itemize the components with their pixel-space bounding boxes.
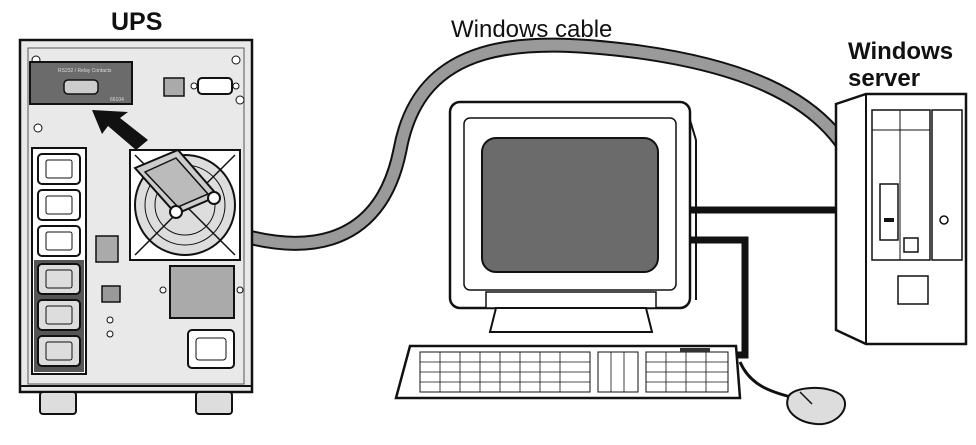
power-outlet-icon bbox=[37, 299, 81, 331]
windows-server bbox=[834, 92, 968, 346]
mouse bbox=[786, 386, 846, 426]
keyboard-cable bbox=[690, 236, 749, 359]
port-card-label: RS232 / Relay Contacts bbox=[58, 68, 112, 74]
ups-unit: RS232 / Relay Contacts 66104 bbox=[18, 38, 254, 415]
server-label-line2: server bbox=[848, 65, 921, 92]
power-outlet-icon bbox=[37, 335, 81, 367]
windows-cable-label: Windows cable bbox=[451, 16, 613, 43]
ups-label: UPS bbox=[111, 8, 163, 36]
monitor bbox=[448, 100, 697, 333]
db9-plug bbox=[133, 148, 221, 219]
ups-foot-right bbox=[195, 391, 233, 415]
monitor-screen bbox=[481, 137, 659, 273]
power-outlet-icon bbox=[37, 225, 81, 257]
mouse-cable bbox=[738, 361, 796, 400]
server-button bbox=[903, 237, 919, 253]
power-outlet-icon bbox=[37, 263, 81, 295]
server-label-line1: Windows bbox=[848, 38, 954, 65]
ups-foot-left bbox=[39, 391, 77, 415]
db9-port-main bbox=[197, 77, 233, 95]
db9-port bbox=[63, 79, 99, 95]
keyboard bbox=[394, 344, 742, 400]
power-outlet-icon bbox=[37, 189, 81, 221]
power-outlet-icon bbox=[37, 153, 81, 185]
outlet-group bbox=[31, 147, 87, 375]
comm-card bbox=[29, 61, 133, 105]
port-number-label: 66104 bbox=[110, 97, 124, 103]
windows-server-label: Windows server bbox=[848, 38, 953, 92]
windows-cable-fill bbox=[206, 39, 851, 249]
floppy-drive bbox=[879, 183, 899, 241]
insert-arrow-icon bbox=[92, 110, 148, 150]
